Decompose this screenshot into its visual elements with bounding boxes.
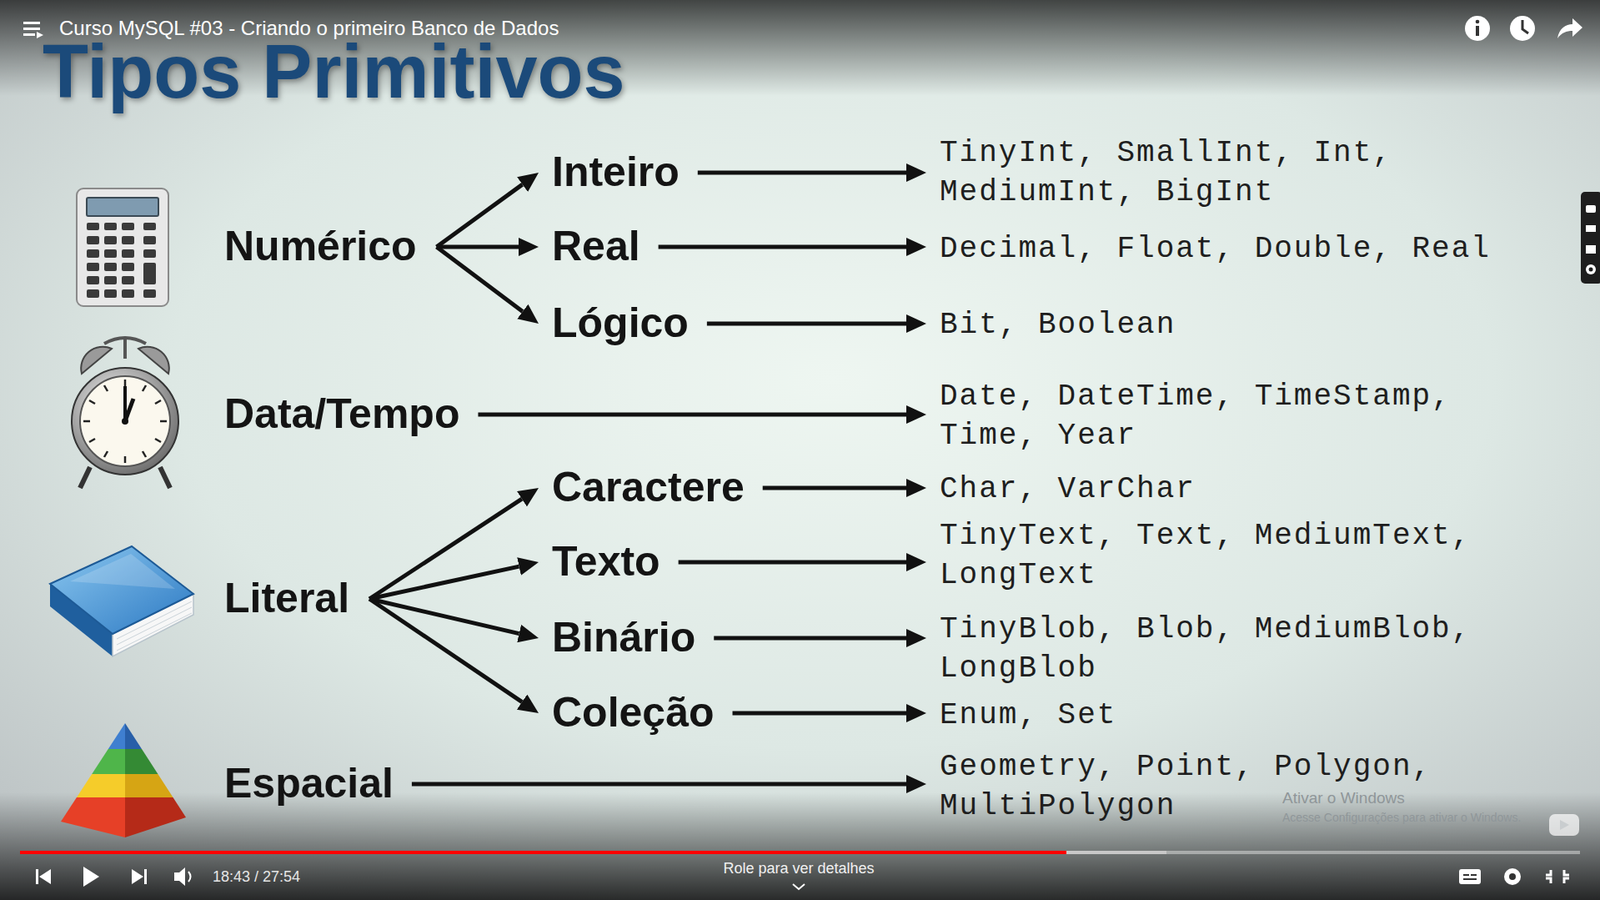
- type-list-node: Bit, Boolean: [939, 305, 1540, 345]
- arrow-connector: [369, 498, 522, 599]
- category-node: Data/Tempo: [224, 390, 460, 439]
- info-icon: [1464, 15, 1490, 41]
- progress-bar: [20, 850, 1580, 854]
- category-label: Caractere: [551, 463, 745, 512]
- arrow-connector: [411, 782, 907, 787]
- type-list-node: Enum, Set: [939, 695, 1540, 735]
- category-label: Numérico: [224, 222, 417, 271]
- calculator-icon: [76, 188, 169, 306]
- watermark: Ativar o Windows: [1282, 788, 1405, 808]
- time-display: 18:43 / 27:54: [212, 867, 301, 886]
- scroll-hint: Role para ver detalhes: [722, 859, 874, 878]
- category-label: Data/Tempo: [224, 390, 460, 439]
- arrow-connector: [436, 245, 519, 250]
- alarm-clock-icon: [71, 336, 179, 488]
- type-list: Bit, Boolean: [939, 305, 1540, 345]
- arrow-connector: [369, 598, 522, 703]
- type-list-node: TinyInt, SmallInt, Int, MediumInt, BigIn…: [939, 133, 1540, 212]
- arrow-connector: [678, 560, 907, 565]
- arrow-connector: [436, 246, 523, 312]
- type-list-node: TinyBlob, Blob, MediumBlob, LongBlob: [939, 609, 1540, 688]
- category-label: Literal: [224, 574, 350, 623]
- arrow-connector: [707, 321, 907, 327]
- category-label: Real: [551, 222, 641, 271]
- type-list: TinyInt, SmallInt, Int, MediumInt, BigIn…: [939, 133, 1540, 212]
- side-toolbar: [1580, 191, 1600, 284]
- watch-later-icon: [1509, 15, 1535, 41]
- bottom-shade: [0, 792, 1600, 900]
- watermark: Acesse Configurações para ativar o Windo…: [1282, 810, 1521, 824]
- type-list: TinyText, Text, MediumText, LongText: [939, 516, 1540, 595]
- youtube-logo: [1549, 813, 1580, 836]
- arrow-connector: [658, 245, 907, 250]
- video-title: Curso MySQL #03 - Criando o primeiro Ban…: [59, 16, 559, 41]
- category-label: Binário: [551, 613, 696, 663]
- category-label: Inteiro: [551, 148, 680, 197]
- category-node: Texto: [551, 537, 661, 587]
- type-list-node: Decimal, Float, Double, Real: [939, 229, 1540, 269]
- category-node: Binário: [551, 613, 696, 663]
- arrow-connector: [762, 486, 907, 491]
- type-list: TinyBlob, Blob, MediumBlob, LongBlob: [939, 609, 1540, 688]
- playlist-icon: [23, 21, 44, 39]
- arrow-connector: [732, 711, 907, 716]
- category-label: Lógico: [551, 299, 689, 348]
- arrow-connector: [697, 170, 907, 176]
- category-node: Caractere: [551, 463, 745, 512]
- type-list-node: TinyText, Text, MediumText, LongText: [939, 516, 1540, 595]
- pyramid-icon: [50, 717, 192, 839]
- category-label: Texto: [551, 537, 661, 587]
- category-label: Espacial: [224, 759, 394, 808]
- arrow-connector: [477, 412, 907, 417]
- arrow-connector: [713, 636, 907, 641]
- slide-title: Tipos Primitivos: [42, 34, 626, 110]
- arrow-connector: [436, 184, 523, 247]
- category-node: Coleção: [551, 688, 715, 738]
- type-list: Enum, Set: [939, 695, 1540, 735]
- type-list: Char, VarChar: [939, 469, 1540, 509]
- type-list: Decimal, Float, Double, Real: [939, 229, 1540, 269]
- type-list-node: Date, DateTime, TimeStamp, Time, Year: [939, 376, 1540, 456]
- book-icon: [50, 546, 194, 657]
- category-node: Lógico: [551, 299, 689, 348]
- category-node: Literal: [224, 574, 350, 623]
- share-icon: [1557, 18, 1583, 39]
- type-list: Date, DateTime, TimeStamp, Time, Year: [939, 376, 1540, 456]
- category-node: Numérico: [224, 222, 417, 271]
- category-node: Espacial: [224, 759, 394, 808]
- category-label: Coleção: [551, 688, 715, 738]
- type-list-node: Char, VarChar: [939, 469, 1540, 509]
- arrow-connector: [369, 566, 519, 599]
- category-node: Real: [551, 222, 641, 271]
- category-node: Inteiro: [551, 148, 680, 197]
